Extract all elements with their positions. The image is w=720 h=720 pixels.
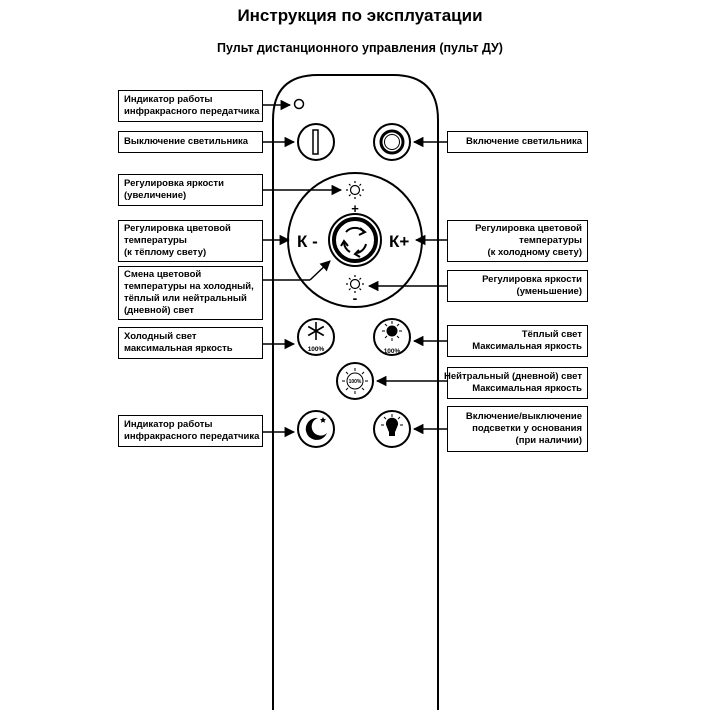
label-power-off: Выключение светильника: [118, 131, 263, 153]
cold-percent: 100%: [308, 346, 325, 353]
moon-icon: [305, 417, 327, 440]
brightness-down-sun-icon[interactable]: [346, 275, 364, 293]
label-base-light: Включение/выключение подсветки у основан…: [447, 406, 588, 452]
ir-led-icon: [293, 98, 305, 110]
label-temp-cold: Регулировка цветовой температуры (к холо…: [447, 220, 588, 262]
warm-sun-icon: [382, 321, 402, 341]
label-warm-max: Тёплый свет Максимальная яркость: [447, 325, 588, 357]
k-minus-button[interactable]: К -: [297, 232, 318, 251]
minus-sign: -: [353, 290, 358, 306]
neutral-max-button[interactable]: 100%: [336, 362, 374, 400]
label-brightness-down: Регулировка яркости (уменьшение): [447, 270, 588, 302]
left-arrows: [263, 99, 343, 438]
warm-percent: 100%: [384, 348, 401, 355]
plus-sign: +: [351, 201, 359, 216]
page-subtitle: Пульт дистанционного управления (пульт Д…: [217, 41, 503, 55]
label-cold-max: Холодный свет максимальная яркость: [118, 327, 263, 359]
cycle-arrows-icon: [340, 226, 367, 258]
label-ir-indicator-bottom: Индикатор работы инфракрасного передатчи…: [118, 415, 263, 447]
right-arrows: [367, 136, 447, 435]
k-plus-button[interactable]: К+: [389, 232, 409, 251]
neutral-percent: 100%: [349, 379, 362, 385]
star-icon: [320, 417, 326, 423]
label-cycle-temp: Смена цветовой температуры на холодный, …: [118, 266, 263, 320]
snowflake-icon: [307, 322, 325, 340]
power-on-button[interactable]: [373, 123, 411, 161]
power-off-button[interactable]: [297, 123, 335, 161]
cycle-temperature-button[interactable]: [328, 213, 382, 267]
warm-max-button[interactable]: 100%: [373, 318, 411, 356]
neutral-sun-icon: [342, 368, 368, 394]
label-power-on: Включение светильника: [447, 131, 588, 153]
label-neutral-max: Нейтральный (дневной) свет Максимальная …: [444, 367, 588, 399]
lightbulb-icon: [381, 414, 403, 436]
base-light-button[interactable]: [373, 410, 411, 448]
brightness-up-sun-icon[interactable]: [346, 181, 364, 199]
label-brightness-up: Регулировка яркости (увеличение): [118, 174, 263, 206]
night-mode-button[interactable]: [297, 410, 335, 448]
cold-max-button[interactable]: 100%: [297, 318, 335, 356]
label-ir-indicator-top: Индикатор работы инфракрасного передатчи…: [118, 90, 263, 122]
label-temp-warm: Регулировка цветовой температуры (к тёпл…: [118, 220, 263, 262]
page-title: Инструкция по эксплуатации: [237, 6, 483, 25]
remote-body: [272, 74, 439, 710]
